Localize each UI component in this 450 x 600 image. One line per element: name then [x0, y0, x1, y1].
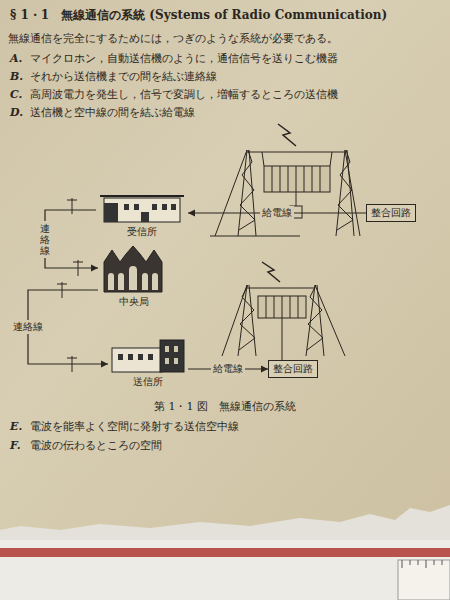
line-label: 連絡線 — [39, 221, 51, 258]
ruler — [398, 560, 450, 600]
item-letter: A. — [10, 52, 22, 66]
connector-line — [45, 210, 98, 268]
arrow-head — [188, 210, 195, 217]
item-text: 高周波電力を発生し，信号で変調し，増幅するところの送信機 — [30, 88, 338, 102]
station-building: 中央局 — [98, 246, 170, 308]
item-text: 電波の伝わるところの空間 — [30, 439, 162, 453]
telegraph-poles — [57, 198, 83, 372]
item-letter: F. — [10, 439, 21, 453]
central-office-building — [104, 246, 162, 292]
receiving-station-building — [100, 196, 184, 222]
section-title: § 1・1 無線通信の系統 (Systems of Radio Communic… — [10, 8, 387, 22]
transmitting-station-building — [112, 340, 184, 372]
red-cover-edge — [0, 548, 450, 557]
arrow-head — [101, 361, 108, 368]
receiving-antenna — [210, 124, 360, 236]
line-label: 給電線 — [260, 206, 294, 220]
item-letter: C. — [10, 88, 22, 102]
node-label: 整合回路 — [269, 362, 317, 375]
node-label: 受信所 — [127, 225, 157, 238]
item-text: マイクロホン，自動送信機のように，通信信号を送りこむ機器 — [30, 52, 338, 66]
paper-page — [0, 0, 450, 530]
arrow-head — [261, 366, 268, 373]
intro-text: 無線通信を完全にするためには，つぎのような系統が必要である。 — [8, 32, 338, 46]
item-text: それから送信機までの間を結ぶ連絡線 — [30, 70, 217, 84]
matching-circuit-box: 整合回路 — [366, 204, 416, 222]
station-building: 受信所 — [96, 188, 188, 238]
node-label: 中央局 — [119, 295, 149, 308]
transmitting-antenna — [222, 262, 345, 360]
item-text: 電波を能率よく空間に発射する送信空中線 — [30, 420, 239, 434]
arrow-head — [91, 265, 98, 272]
figure-caption: 第 1・1 図 無線通信の系統 — [154, 400, 296, 414]
desk — [0, 540, 450, 600]
station-building: 送信所 — [108, 336, 188, 388]
item-text: 送信機と空中線の間を結ぶ給電線 — [30, 106, 195, 120]
item-letter: D. — [10, 106, 23, 120]
matching-circuit-box: 整合回路 — [268, 360, 318, 378]
node-label: 整合回路 — [367, 206, 415, 219]
line-label: 連絡線 — [11, 320, 45, 334]
line-label: 給電線 — [211, 362, 245, 376]
item-letter: E. — [10, 420, 22, 434]
node-label: 送信所 — [133, 375, 163, 388]
item-letter: B. — [10, 70, 23, 84]
